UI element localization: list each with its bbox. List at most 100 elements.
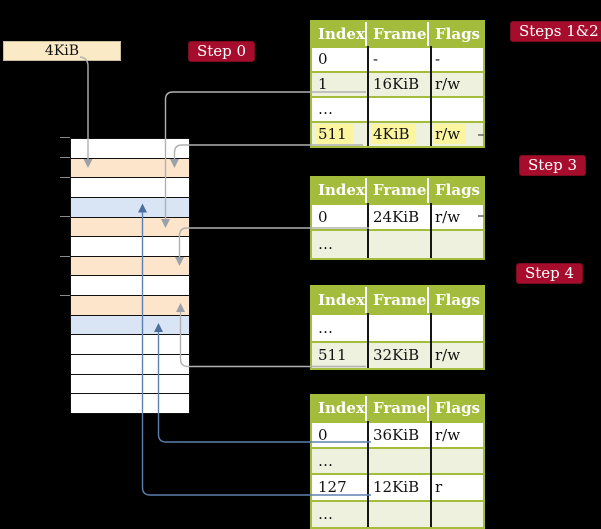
header-index: Index (312, 396, 367, 421)
memory-row-white (71, 374, 189, 394)
table-row: 0 36KiB r/w (312, 423, 483, 447)
column-divider (367, 203, 369, 258)
header-flags: Flags (435, 291, 480, 309)
cell-frame (367, 98, 429, 121)
memory-row-white (71, 335, 189, 355)
memory-row-white (71, 139, 189, 158)
table-row: 127 12KiB r (312, 475, 483, 500)
cell-flags: r/w (435, 426, 461, 444)
header-frame: Frame (367, 396, 429, 421)
column-divider (367, 313, 369, 368)
cell-frame (367, 315, 429, 341)
column-divider (367, 46, 369, 146)
memory-row-white (71, 178, 189, 197)
cell-frame (367, 231, 429, 258)
cell-flags (429, 231, 483, 258)
table-row: 511 32KiB r/w (312, 343, 483, 368)
header-index: Index (312, 178, 367, 203)
memory-row-blue (71, 197, 189, 217)
table-header-row: Index Frame Flags (312, 396, 483, 421)
memory-row-white (71, 237, 189, 256)
badge-step-3: Step 3 (519, 155, 587, 176)
table-row: … (312, 231, 483, 258)
table-row: … (312, 315, 483, 341)
cell-index: … (318, 100, 333, 118)
table-header-row: Index Frame Flags (312, 22, 483, 46)
ruler-tick (60, 256, 70, 257)
cell-flags (429, 98, 483, 121)
page-table-4: Index Frame Flags 0 36KiB r/w … 127 12Ki… (310, 394, 485, 529)
table-row: … (312, 449, 483, 473)
cell-flags (429, 449, 483, 473)
page-table-1: Index Frame Flags 0 - - 1 16KiB r/w … 51… (310, 20, 485, 148)
memory-row-white (71, 355, 189, 374)
cell-flags (429, 315, 483, 341)
cell-frame: 32KiB (373, 346, 420, 364)
cell-index: … (318, 452, 333, 470)
cell-flags: r (435, 478, 443, 496)
page-table-2: Index Frame Flags 0 24KiB r/w … (310, 176, 485, 260)
cell-flags: r/w (429, 123, 483, 146)
header-index: Index (312, 22, 367, 46)
cell-index: 0 (318, 426, 328, 444)
memory-row-peach (71, 296, 189, 315)
header-frame: Frame (367, 287, 429, 313)
header-frame: Frame (367, 178, 429, 203)
column-divider (430, 421, 432, 527)
ruler-tick (60, 216, 70, 217)
cell-flags: r/w (435, 346, 461, 364)
cell-frame (367, 502, 429, 527)
table-row: 1 16KiB r/w (312, 73, 483, 96)
cell-frame: 24KiB (373, 208, 420, 226)
memory-row-peach (71, 158, 189, 178)
column-divider (430, 313, 432, 368)
cell-frame: 36KiB (373, 426, 420, 444)
cell-frame (367, 449, 429, 473)
page-table-3: Index Frame Flags … 511 32KiB r/w (310, 285, 485, 370)
cell-frame: 12KiB (373, 478, 420, 496)
cell-index: … (318, 235, 333, 253)
table-row-highlighted: 511 4KiB r/w (312, 123, 483, 146)
frame-address-box: 4KiB (3, 41, 121, 61)
memory-row-peach (71, 217, 189, 237)
badge-step-4: Step 4 (516, 263, 584, 284)
arrow-t1r511-to-frame (170, 144, 363, 168)
cell-index: … (318, 319, 333, 337)
ruler-tick (60, 137, 70, 138)
column-divider (367, 421, 369, 527)
memory-column (70, 138, 190, 414)
cell-index: 511 (318, 346, 347, 364)
cell-index: 0 (318, 50, 328, 68)
table-header-row: Index Frame Flags (312, 287, 483, 313)
highlight-mark: 4KiB (371, 124, 416, 144)
header-flags: Flags (435, 25, 480, 43)
cell-frame: 16KiB (373, 75, 420, 93)
badge-step-0: Step 0 (188, 41, 256, 62)
header-flags: Flags (435, 399, 480, 417)
memory-row-white (71, 276, 189, 296)
badge-steps-1-2: Steps 1&2 (510, 21, 601, 42)
table-row: … (312, 98, 483, 121)
table-row: … (312, 502, 483, 527)
cell-index: 1 (318, 75, 328, 93)
ruler-tick (60, 177, 70, 178)
header-flags: Flags (435, 181, 480, 199)
memory-row-white (71, 394, 189, 413)
header-frame: Frame (367, 22, 429, 46)
memory-row-blue (71, 315, 189, 335)
cell-flags (429, 502, 483, 527)
table-row: 0 - - (312, 48, 483, 71)
cell-index: 511 (312, 123, 367, 146)
cell-flags: - (435, 50, 441, 68)
highlight-mark: 511 (316, 124, 353, 144)
table-row: 0 24KiB r/w (312, 205, 483, 229)
cell-index: 0 (318, 208, 328, 226)
ruler-tick (60, 157, 70, 158)
cell-frame: 4KiB (367, 123, 429, 146)
ruler-tick (60, 295, 70, 296)
column-divider (430, 46, 432, 146)
cell-index: 127 (318, 478, 347, 496)
table-header-row: Index Frame Flags (312, 178, 483, 203)
cell-flags: r/w (435, 75, 461, 93)
highlight-mark: r/w (433, 124, 467, 144)
